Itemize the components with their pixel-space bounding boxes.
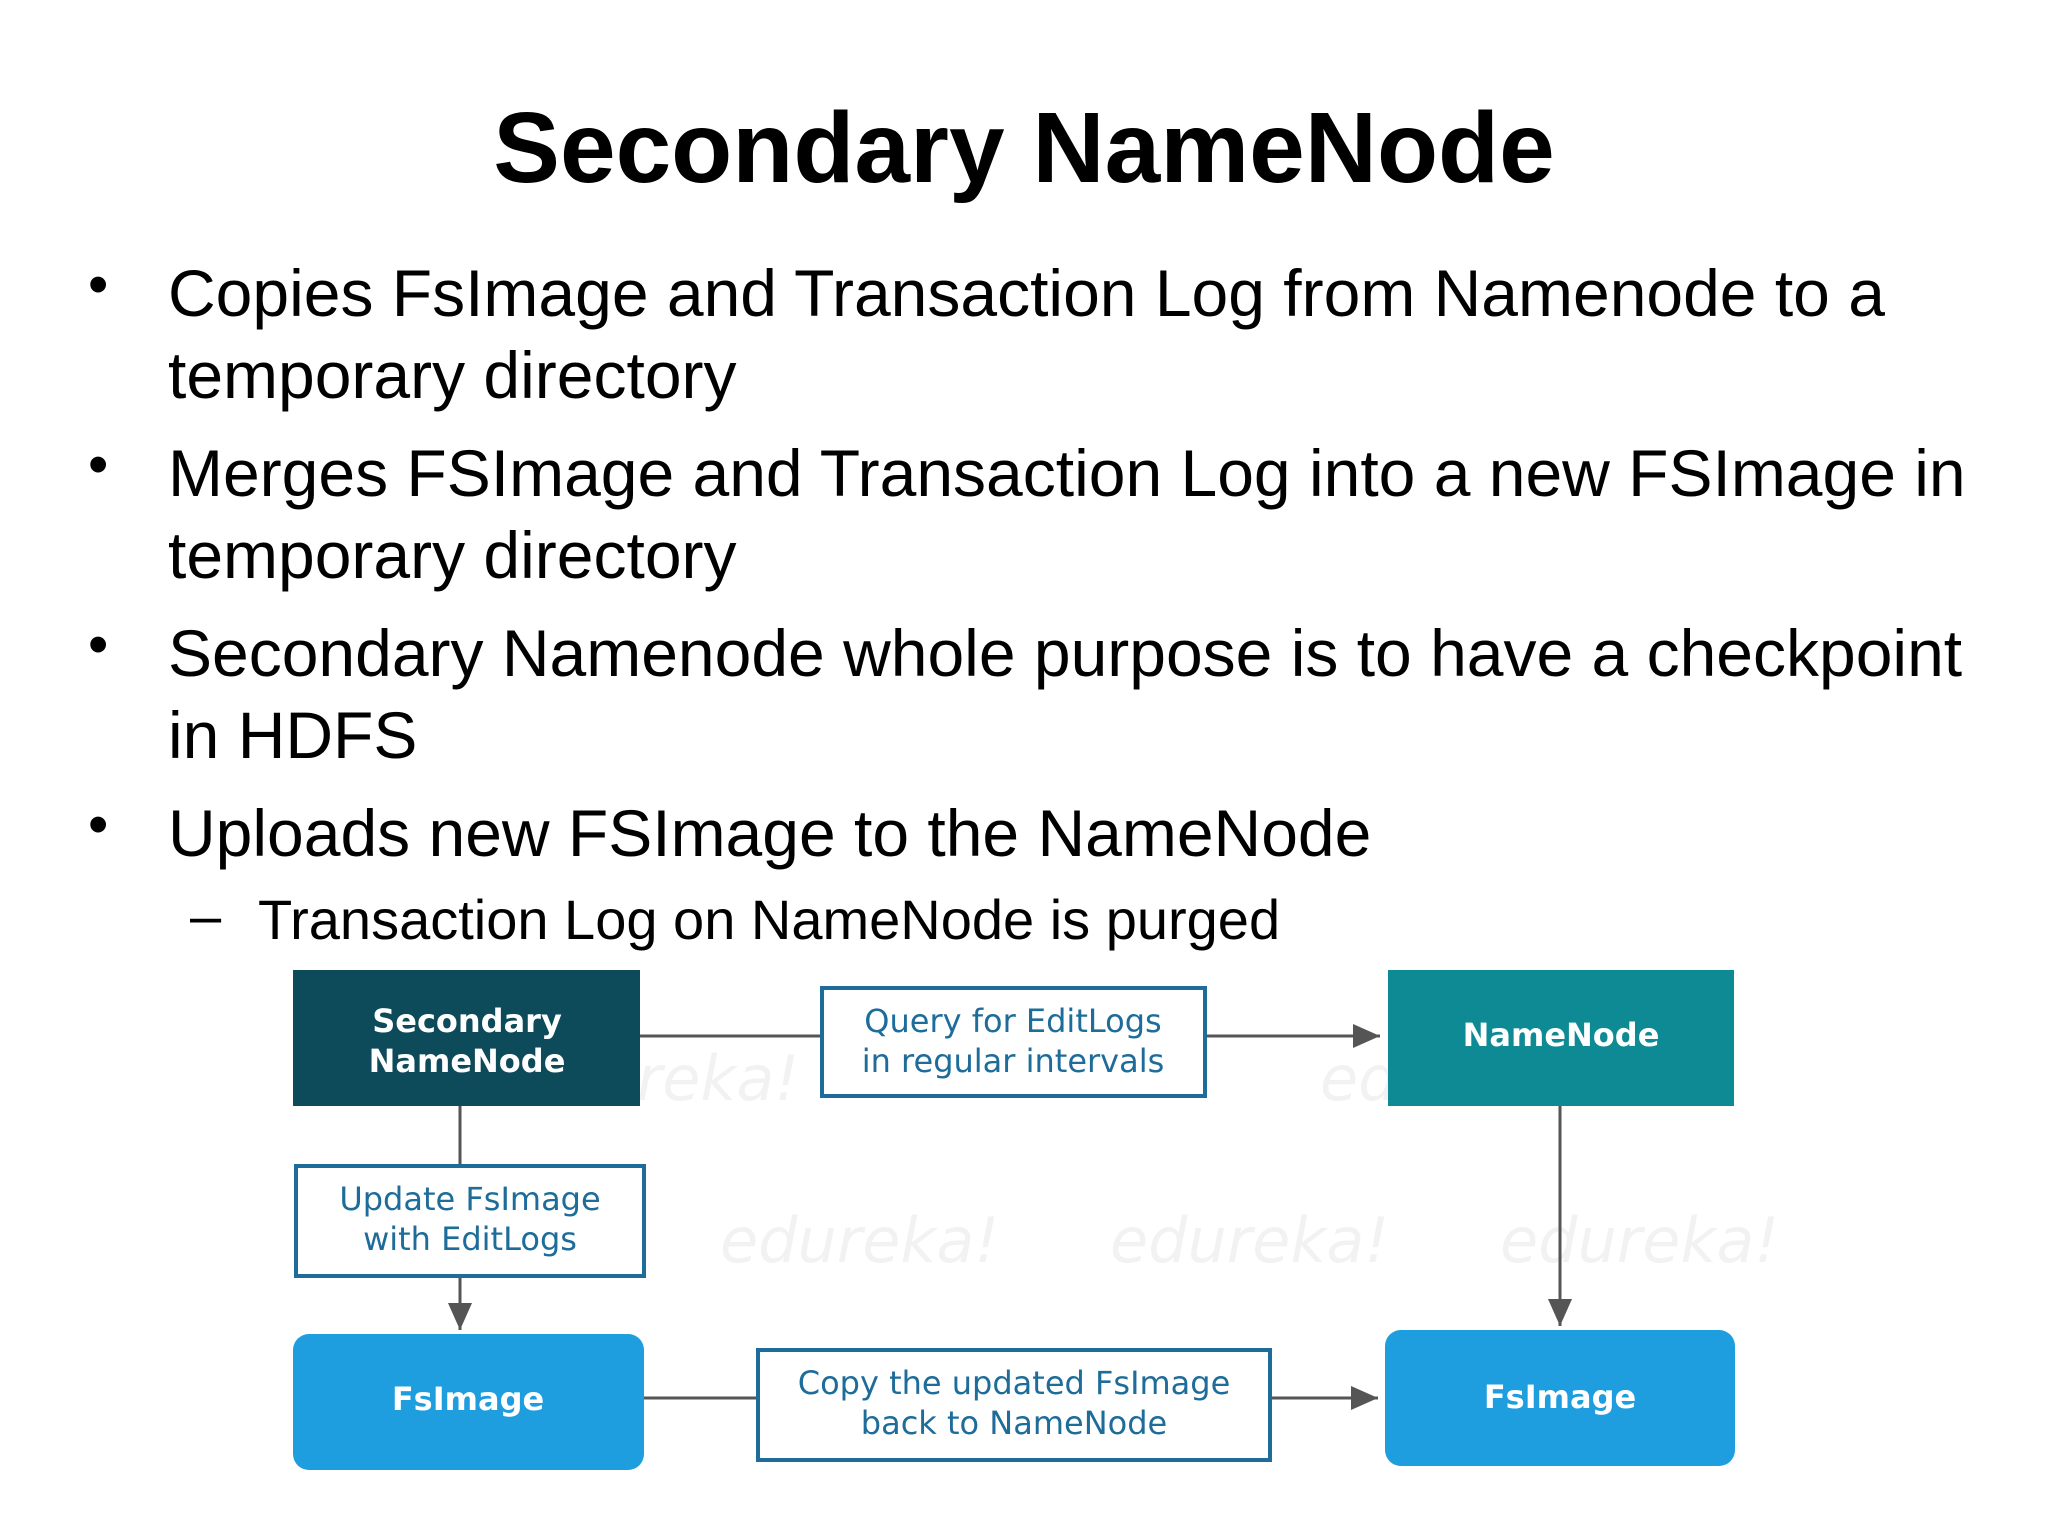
node-label: Secondary (372, 1002, 562, 1040)
watermark-text: edureka! (720, 1204, 999, 1277)
node-label: NameNode (1463, 1016, 1660, 1054)
label-line: in regular intervals (862, 1042, 1165, 1080)
label-line: Copy the updated FsImage (798, 1364, 1231, 1402)
secondary-namenode-node: Secondary NameNode (293, 970, 640, 1106)
fsimage-left-node: FsImage (293, 1334, 644, 1470)
bullet-item: Merges FSImage and Transaction Log into … (88, 424, 2028, 596)
label-line: with EditLogs (363, 1220, 577, 1258)
node-label: FsImage (1484, 1378, 1636, 1416)
fsimage-right-node: FsImage (1385, 1330, 1735, 1466)
bullet-item: Uploads new FSImage to the NameNode (88, 784, 2028, 874)
query-editlogs-label: Query for EditLogs in regular intervals (820, 986, 1207, 1098)
label-line: back to NameNode (861, 1404, 1167, 1442)
copy-fsimage-label: Copy the updated FsImage back to NameNod… (756, 1348, 1272, 1462)
sub-bullet: Transaction Log on NameNode is purged (190, 880, 1280, 956)
label-line: Query for EditLogs (864, 1002, 1161, 1040)
slide-title: Secondary NameNode (493, 92, 1555, 204)
bullet-item: Copies FsImage and Transaction Log from … (88, 244, 2028, 416)
namenode-node: NameNode (1388, 970, 1734, 1106)
watermark-text: edureka! (1110, 1204, 1389, 1277)
node-label: FsImage (392, 1380, 544, 1418)
update-fsimage-label: Update FsImage with EditLogs (294, 1164, 646, 1278)
bullet-item: Secondary Namenode whole purpose is to h… (88, 604, 2028, 776)
bullet-list: Copies FsImage and Transaction Log from … (88, 244, 2028, 890)
watermark-text: edureka! (1500, 1204, 1779, 1277)
node-label: NameNode (369, 1042, 566, 1080)
label-line: Update FsImage (339, 1180, 600, 1218)
